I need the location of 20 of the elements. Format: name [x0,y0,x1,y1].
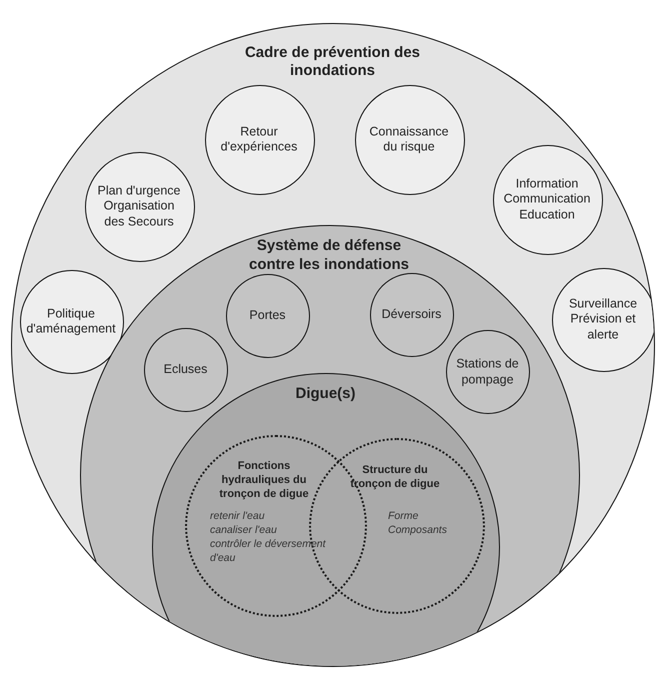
circle-label: Politique d'aménagement [25,306,117,338]
list-item: retenir l'eau [210,510,266,524]
circle-label: Surveillance Prévision et alerte [568,296,638,343]
circle-label: Ecluses [162,362,208,378]
circle-heading: Structure du tronçon de digue [349,464,441,492]
list-item: Composants [388,524,448,538]
circle-label: Déversoirs [380,307,442,323]
circle-title: Digue(s) [294,384,356,404]
circle-label: Connaissance du risque [368,124,450,156]
circle-title: Système de défense contre les inondations [248,237,410,274]
circle-label: Stations de pompage [455,356,520,388]
circle-label: Retour d'expériences [220,124,298,156]
circle-label: Portes [248,308,287,324]
circle-label: Plan d'urgence Organisation des Secours [96,183,182,230]
list-item: canaliser l'eau [210,524,278,538]
list-item: contrôler le déversement d'eau [210,538,327,566]
circle-label: Information Communication Education [502,176,592,223]
circle-heading: Fonctions hydrauliques du tronçon de digue [218,460,310,502]
circle-title: Cadre de prévention des inondations [244,44,422,81]
list-item: Forme [388,510,420,524]
